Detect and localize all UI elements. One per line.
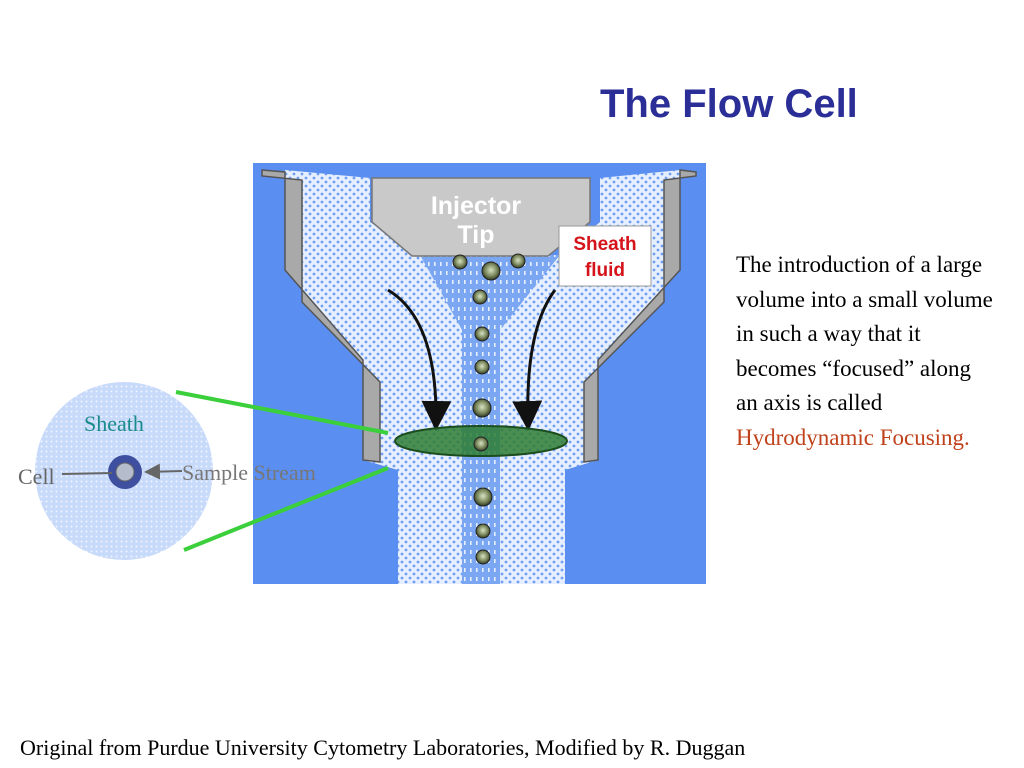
injector-label-line2: Tip	[457, 221, 494, 249]
cell-core	[115, 462, 135, 482]
cells-in-stream	[452, 253, 526, 565]
cell	[472, 398, 492, 418]
footer-credit: Original from Purdue University Cytometr…	[20, 735, 746, 760]
cell	[473, 487, 493, 507]
left-wall	[261, 169, 381, 463]
sheath-fluid-line2: fluid	[585, 260, 625, 281]
slide-title: The Flow Cell	[600, 82, 858, 126]
injector-tip	[371, 177, 591, 257]
cell	[475, 523, 491, 539]
sheath-fluid-line1: Sheath	[573, 234, 636, 255]
sheath-label: Sheath	[84, 411, 144, 436]
description-text: The introduction of a large volume into …	[736, 248, 996, 455]
cell	[481, 261, 501, 281]
right-wall	[583, 169, 697, 463]
description-body: The introduction of a large volume into …	[736, 252, 993, 415]
connector-line-top	[175, 390, 389, 435]
cell	[452, 254, 468, 270]
connector-line-bottom	[183, 466, 389, 552]
sheath-fluid-box	[558, 225, 652, 287]
sample-stream-label: Sample Stream	[182, 460, 316, 485]
sample-stream-pointer	[144, 463, 183, 480]
cell	[474, 326, 490, 342]
description-highlight: Hydrodynamic Focusing.	[736, 424, 970, 450]
cell	[510, 253, 526, 269]
cross-section: Sheath Cell Sample Stream	[18, 382, 316, 560]
cell-label: Cell	[18, 464, 55, 489]
cell	[472, 289, 488, 305]
cell-pointer	[61, 472, 113, 475]
cell	[474, 359, 490, 375]
flow-cell-figure: Injector Tip Sheath fluid	[18, 163, 706, 584]
flow-cell-diagram: Injector Tip Sheath fluid	[253, 163, 706, 584]
cell	[473, 436, 489, 452]
sample-stream	[420, 255, 560, 584]
flow-arrow-left	[387, 288, 452, 431]
injector-label-line1: Injector	[431, 192, 522, 220]
cell	[475, 549, 491, 565]
flow-arrow-right	[512, 289, 557, 431]
